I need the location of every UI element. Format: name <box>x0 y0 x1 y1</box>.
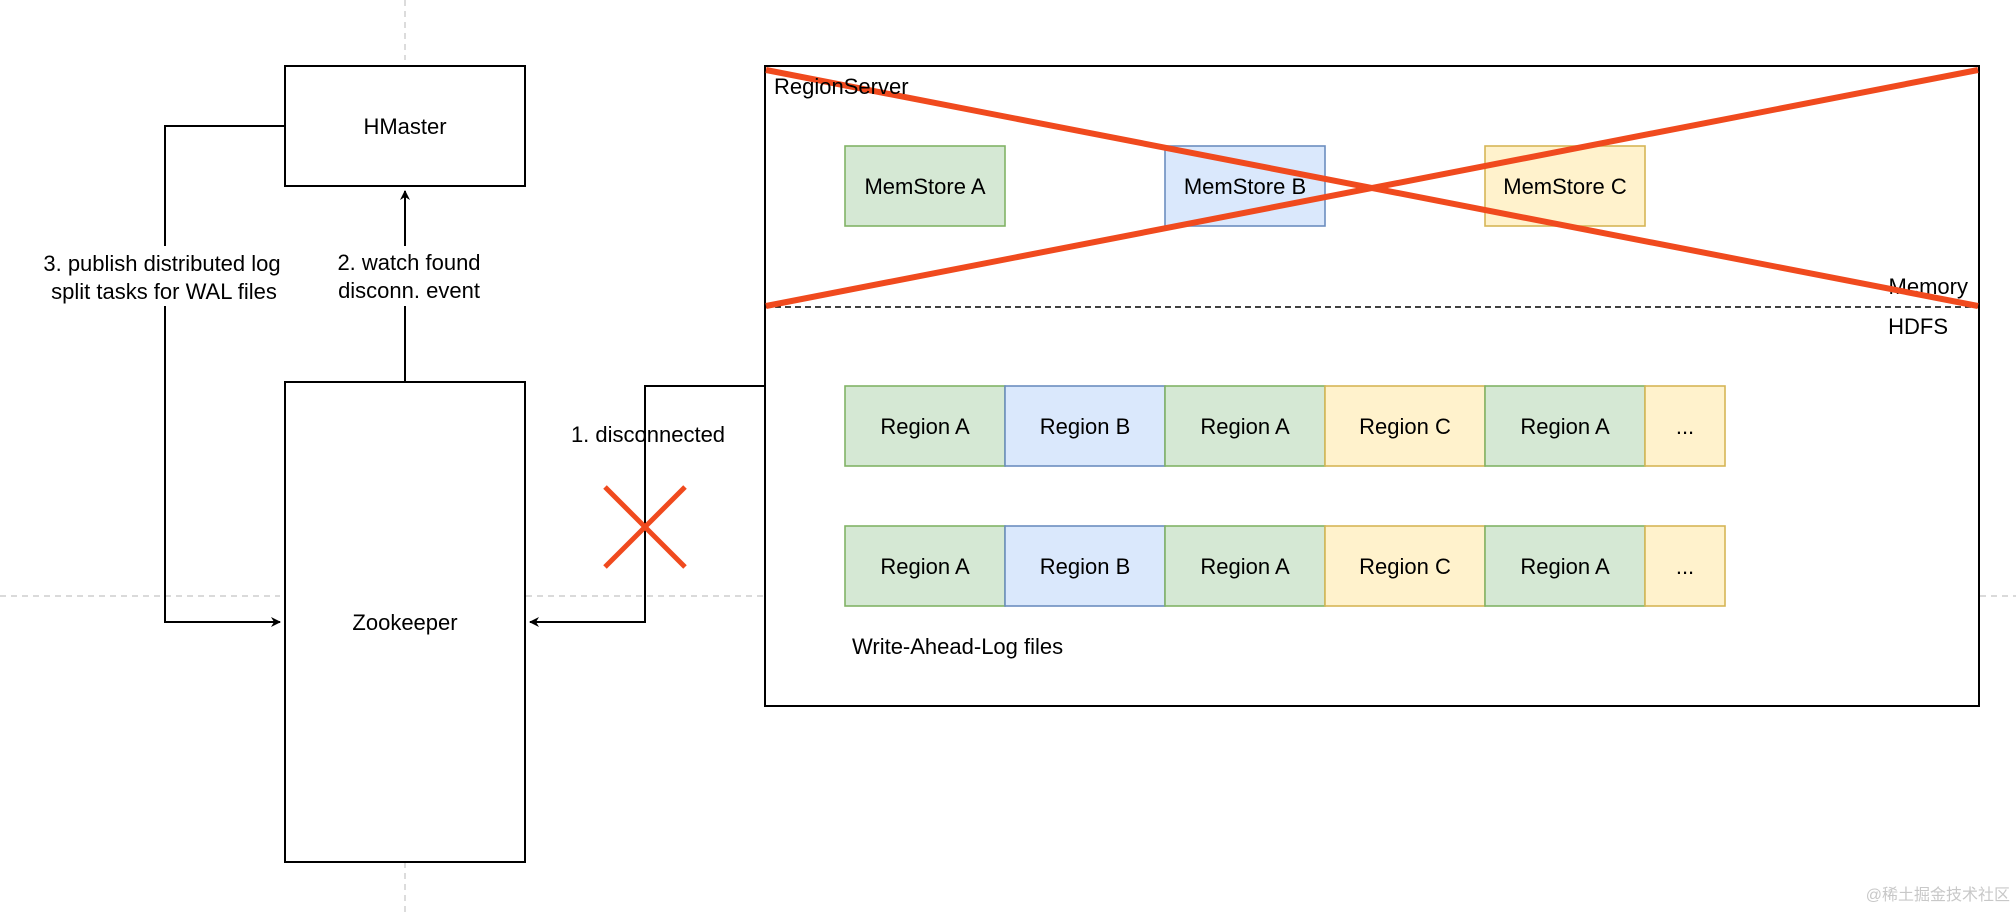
edge-publish[interactable]: 3. publish distributed log split tasks f… <box>28 125 298 627</box>
wal-row2-cell-3-label: Region A <box>1200 554 1290 579</box>
wal-caption: Write-Ahead-Log files <box>852 634 1063 659</box>
memstore-c-label: MemStore C <box>1503 174 1627 199</box>
wal-row1-cell-6-label: ... <box>1676 414 1694 439</box>
wal-row1-cell-4[interactable]: Region C <box>1324 385 1486 467</box>
disconnect-cross-icon <box>603 485 687 569</box>
wal-row1-cell-3-label: Region A <box>1200 414 1290 439</box>
zookeeper-label: Zookeeper <box>352 610 457 635</box>
wal-row1-cell-2-label: Region B <box>1040 414 1131 439</box>
wal-row2-cell-4-label: Region C <box>1359 554 1451 579</box>
wal-row1-cell-1-label: Region A <box>880 414 970 439</box>
wal-row2-cell-1[interactable]: Region A <box>844 525 1006 607</box>
edge-disconnected-label: 1. disconnected <box>571 422 725 447</box>
memstore-b-label: MemStore B <box>1184 174 1306 199</box>
hmaster-node[interactable]: HMaster <box>284 65 526 187</box>
edge-watch-label-line1: 2. watch found <box>337 250 480 275</box>
edge-watch-label-line2: disconn. event <box>338 278 480 303</box>
wal-row1-cell-1[interactable]: Region A <box>844 385 1006 467</box>
wal-row2-cell-5[interactable]: Region A <box>1484 525 1646 607</box>
edge-publish-label-line2: split tasks for WAL files <box>51 279 277 304</box>
hmaster-label: HMaster <box>363 114 446 139</box>
memstore-a-label: MemStore A <box>864 174 985 199</box>
wal-row2-cell-2[interactable]: Region B <box>1004 525 1166 607</box>
zookeeper-node[interactable]: Zookeeper <box>284 381 526 863</box>
edge-disconnected[interactable]: 1. disconnected <box>529 385 765 627</box>
wal-row1-cell-6[interactable]: ... <box>1644 385 1726 467</box>
memory-failure-cross <box>765 67 1979 309</box>
watermark: @稀土掘金技术社区 <box>1866 886 2010 904</box>
edge-watch[interactable]: 2. watch found disconn. event <box>328 190 484 382</box>
edge-publish-label-line1: 3. publish distributed log <box>43 251 280 276</box>
wal-row2-cell-4[interactable]: Region C <box>1324 525 1486 607</box>
wal-row1-cell-5-label: Region A <box>1520 414 1610 439</box>
wal-group: Region A Region B Region A Region C Region A… <box>844 385 1726 607</box>
memstore-a[interactable]: MemStore A <box>844 145 1006 227</box>
hdfs-label: HDFS <box>1888 314 1948 339</box>
wal-row2-cell-3[interactable]: Region A <box>1164 525 1326 607</box>
wal-row1-cell-3[interactable]: Region A <box>1164 385 1326 467</box>
regionserver-label: RegionServer <box>774 74 909 99</box>
wal-row1-cell-2[interactable]: Region B <box>1004 385 1166 467</box>
wal-row1-cell-5[interactable]: Region A <box>1484 385 1646 467</box>
wal-row2-cell-6-label: ... <box>1676 554 1694 579</box>
wal-row2-cell-6[interactable]: ... <box>1644 525 1726 607</box>
wal-row2-cell-1-label: Region A <box>880 554 970 579</box>
wal-row2-cell-2-label: Region B <box>1040 554 1131 579</box>
wal-row2-cell-5-label: Region A <box>1520 554 1610 579</box>
memstore-group: MemStore A MemStore B MemStore C <box>844 145 1646 227</box>
wal-row1-cell-4-label: Region C <box>1359 414 1451 439</box>
